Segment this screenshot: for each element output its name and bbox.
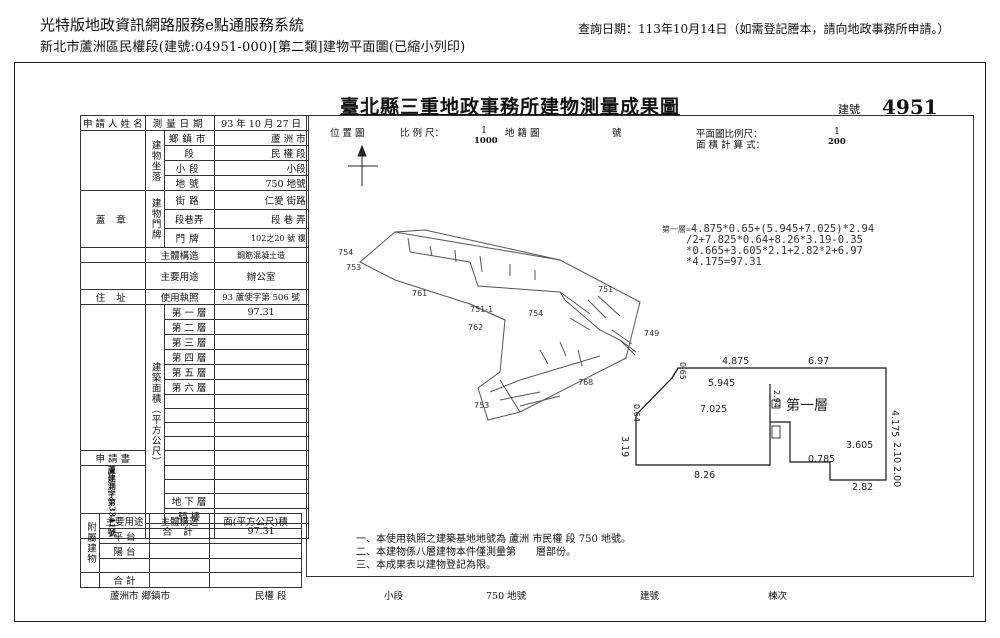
- formula-line: /2+7.825*0.64+8.26*3.19-0.35: [686, 234, 864, 246]
- site-label: 749: [644, 329, 659, 338]
- formula-prefix: 第一層=: [662, 225, 691, 234]
- sheet-label: 號: [612, 128, 622, 139]
- scale-label: 比 例 尺：: [400, 128, 445, 139]
- plan-scale-label: 平面圖比例尺：: [696, 129, 763, 140]
- document-subtitle: 新北市蘆洲區民權段(建號:04951-000)[第二類]建物平面圖(已縮小列印): [40, 40, 466, 55]
- position-map-label: 位 置 圖: [330, 128, 365, 139]
- plan-scale-value: 1: [834, 126, 841, 137]
- footer-landno: 750 地號: [486, 591, 527, 602]
- dimension-label: 7.025: [700, 404, 727, 415]
- formula-line: *4.175=97.31: [686, 256, 762, 268]
- document-title: 臺北縣三重地政事務所建物測量成果圖: [340, 96, 681, 118]
- footer-order: 棟次: [768, 591, 788, 602]
- document-frame: [14, 62, 986, 622]
- annex-total-label: 合 計: [99, 572, 150, 588]
- seal-label: 蓋 章: [80, 190, 146, 248]
- dimension-label: 8.26: [694, 470, 715, 481]
- scale-value: 1: [481, 125, 488, 136]
- north-arrow-icon: [348, 144, 378, 186]
- dimension-label: 0.785: [808, 454, 835, 465]
- query-date: 查詢日期：113年10月14日（如需登記謄本，請向地政事務所申請。）: [578, 22, 950, 36]
- floor-plan: [635, 367, 887, 481]
- note-line: 二、本建物係八層建物本件僅測量第 層部份。: [356, 547, 576, 558]
- dimension-label: 2.82: [852, 482, 873, 493]
- area-formula: 第一層=4.875*0.65+(5.945+7.025)*2.94 /2+7.8…: [662, 224, 874, 268]
- dimension-label: 4.875: [722, 356, 749, 367]
- dimension-label: 0.65: [678, 362, 687, 380]
- applicant-name-cell: [80, 130, 146, 191]
- area-calc-label: 面 積 計 算 式：: [696, 140, 766, 151]
- system-title: 光特版地政資訊網路服務e點通服務系統: [40, 16, 304, 34]
- plan-panel: [306, 115, 974, 577]
- dimension-label: 5.945: [708, 378, 735, 389]
- building-number-label: 建號: [838, 103, 860, 116]
- notes: 一、本使用執照之建築基地地號為 蘆洲 市民權 段 750 地號。 二、本建物係八…: [356, 533, 631, 572]
- dimension-label: 6.97: [808, 356, 829, 367]
- site-label: 768: [578, 378, 593, 387]
- floor-plan-title: 第一層: [786, 397, 828, 414]
- site-label: 751-1: [470, 305, 493, 314]
- note-line: 三、本成果表以建物登記為限。: [356, 560, 496, 571]
- dimension-label: 3.605: [846, 440, 873, 451]
- note-line: 一、本使用執照之建築基地地號為 蘆洲 市民權 段 750 地號。: [356, 534, 631, 545]
- scale-denominator: 1000: [474, 136, 498, 146]
- dimension-label: 0.64: [632, 404, 641, 422]
- dimension-label: 2.94: [772, 390, 781, 408]
- site-label: 753: [346, 263, 361, 272]
- dimension-label: 2.00: [891, 466, 902, 487]
- site-label: 754: [528, 309, 543, 318]
- site-plan: [359, 229, 641, 421]
- dimension-label: 3.19: [619, 436, 630, 457]
- dimension-label: 4.175: [889, 410, 900, 437]
- usage-label: 主要用途: [144, 262, 215, 290]
- footer-township: 蘆洲市 鄉鎮市: [110, 591, 171, 602]
- footer-building: 建號: [640, 591, 660, 602]
- site-label: 754: [338, 248, 353, 257]
- site-label: 762: [468, 323, 483, 332]
- land-map-label: 地 籍 圖: [505, 128, 540, 139]
- dimension-label: 2.10: [891, 442, 902, 463]
- plan-scale-denominator: 200: [828, 137, 846, 147]
- annex-table: 附屬建物 主要用途 主體構造 面(平方公尺)積 平 台 陽 台 合 計: [80, 513, 302, 588]
- formula-line: 4.875*0.65+(5.945+7.025)*2.94: [690, 223, 875, 235]
- formula-line: *0.665+3.605*2.1+2.82*2+6.97: [686, 245, 864, 257]
- site-label: 753: [474, 401, 489, 410]
- site-label: 761: [412, 289, 427, 298]
- blank-cell: [209, 572, 302, 588]
- registration-form: 申 請 人 姓 名 測量日期 93 年 10 月 27 日 建物坐落 鄉鎮市 蘆…: [80, 115, 309, 539]
- site-label: 751: [598, 285, 613, 294]
- footer-subsection: 小段: [384, 591, 404, 602]
- footer-section: 民權 段: [255, 591, 287, 602]
